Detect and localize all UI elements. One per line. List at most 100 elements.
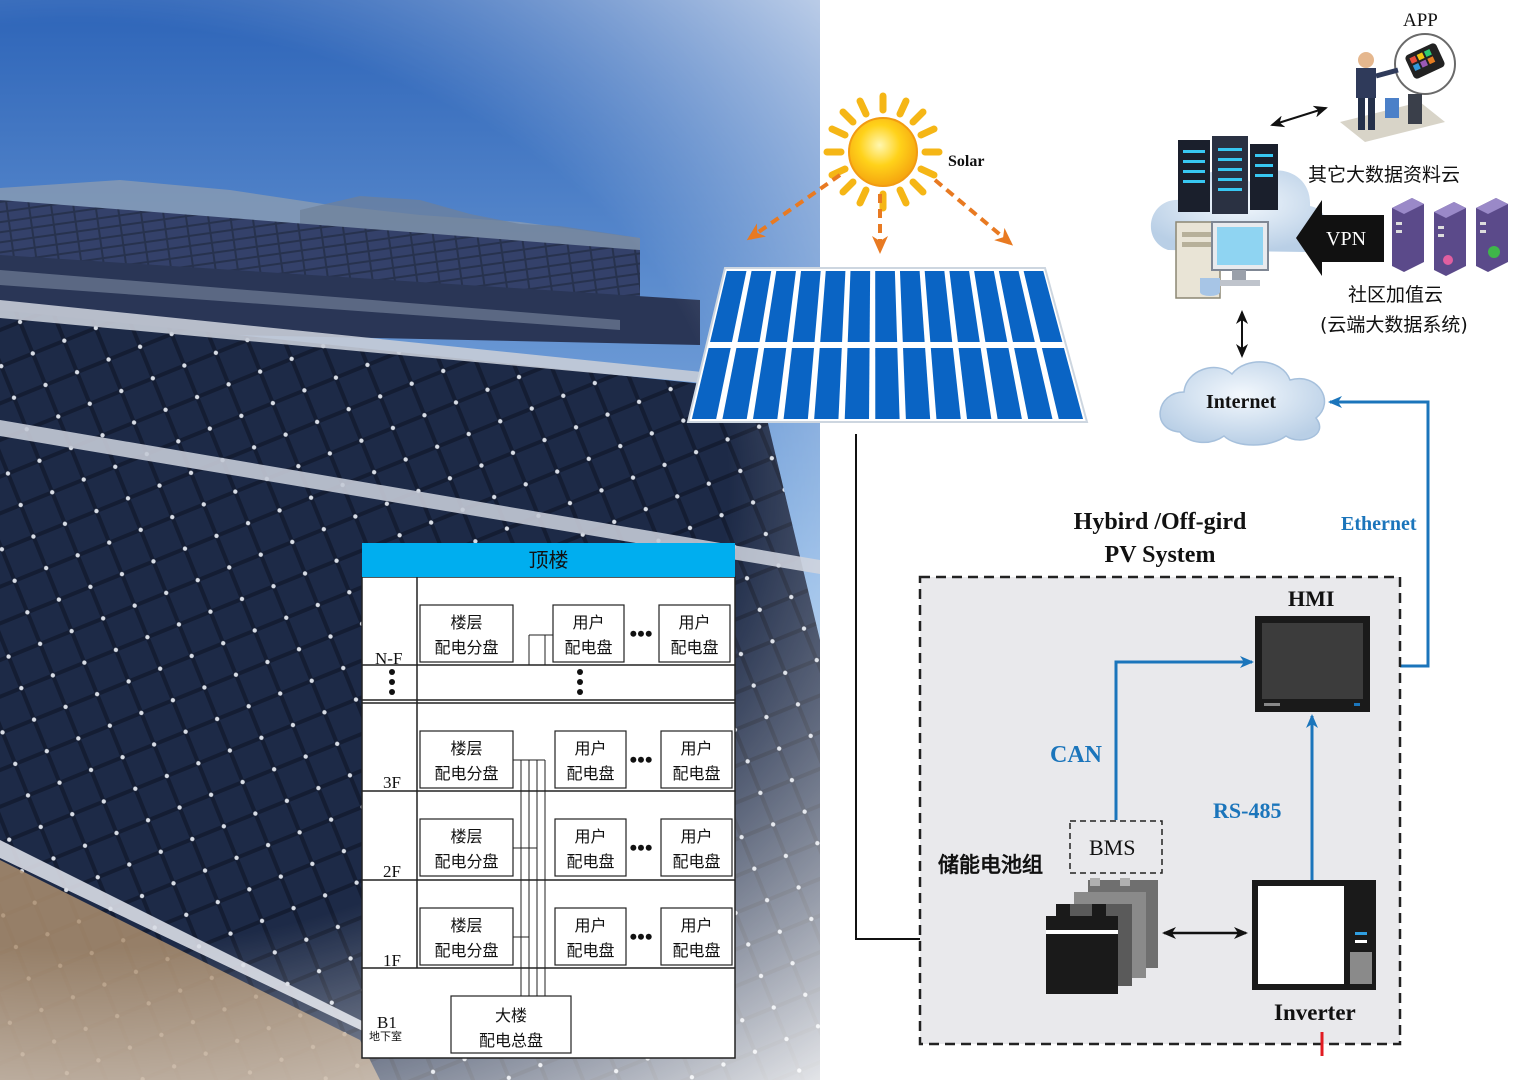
floor-subpanel-box — [419, 730, 514, 789]
pv-cell — [710, 271, 747, 342]
pv-panel — [686, 267, 1089, 423]
pv-cell — [844, 348, 870, 419]
basement-label: B1 — [377, 1013, 397, 1032]
floor-subpanel-box — [419, 604, 514, 663]
app-label: APP — [1403, 10, 1438, 31]
panel-line2: 配电盘 — [564, 638, 612, 657]
vpn-label: VPN — [1326, 228, 1366, 250]
panel-line1: 用户 — [572, 613, 604, 632]
cloud-server-icon — [1150, 136, 1328, 299]
ellipsis: ••• — [629, 621, 652, 646]
pv-cell — [875, 348, 900, 419]
pv-cell — [958, 348, 992, 419]
pv-cell — [949, 271, 980, 342]
pv-cell — [903, 348, 931, 419]
user-panel-box — [552, 604, 625, 663]
panel-line1: 楼层 — [450, 739, 482, 758]
panel-line1: 用户 — [680, 916, 712, 935]
battery-pack-icon — [1046, 878, 1158, 994]
solar-label: Solar — [948, 153, 984, 170]
ethernet-label: Ethernet — [1341, 513, 1417, 535]
panel-line2: 配电分盘 — [434, 852, 498, 871]
community-cloud-label-1: 社区加值云 — [1348, 284, 1443, 306]
sun-rays — [746, 173, 1014, 254]
hmi-label: HMI — [1288, 586, 1334, 611]
pv-cell — [924, 271, 953, 342]
basement-sublabel: 地下室 — [369, 1029, 402, 1043]
user-panel-box — [554, 818, 627, 877]
hmi-monitor-icon — [1255, 616, 1370, 712]
system-title-line2: PV System — [1104, 542, 1216, 568]
panel-line1: 用户 — [574, 827, 606, 846]
inverter-label: Inverter — [1274, 1000, 1356, 1025]
vpn-arrow: VPN — [1296, 200, 1384, 276]
can-label: CAN — [1050, 742, 1103, 768]
ellipsis: ••• — [629, 924, 652, 949]
pv-cell — [1041, 348, 1084, 419]
pv-cell — [875, 271, 898, 342]
panel-line1: 用户 — [680, 827, 712, 846]
main-panel-line2: 配电总盘 — [479, 1031, 543, 1050]
pv-cell — [765, 271, 796, 342]
panel-line2: 配电分盘 — [434, 638, 498, 657]
panel-line2: 配电盘 — [672, 852, 720, 871]
ellipsis: ••• — [629, 747, 652, 772]
panel-line2: 配电盘 — [566, 764, 614, 783]
panel-line2: 配电分盘 — [434, 941, 498, 960]
pv-cell — [783, 348, 815, 419]
pv-cell — [737, 271, 772, 342]
floor-label: N-F — [375, 649, 402, 668]
building-title-bar: 顶楼 — [362, 543, 735, 577]
pv-cell — [899, 271, 925, 342]
community-server-icon — [1392, 198, 1508, 276]
sun-icon — [823, 92, 943, 212]
panel-line2: 配电盘 — [566, 941, 614, 960]
pv-cell — [1023, 271, 1063, 342]
pv-cell — [820, 271, 846, 342]
panel-line1: 楼层 — [450, 916, 482, 935]
user-panel-box — [660, 907, 733, 966]
panel-line1: 楼层 — [450, 827, 482, 846]
system-title-line1: Hybird /Off-gird — [1073, 509, 1247, 535]
inverter-icon — [1252, 880, 1376, 990]
floor-subpanel-box — [419, 907, 514, 966]
ellipsis: ••• — [629, 835, 652, 860]
pv-cell — [930, 348, 961, 419]
main-panel-line1: 大楼 — [495, 1006, 527, 1025]
pv-cell — [998, 271, 1035, 342]
solar-farm-photo — [0, 0, 820, 1080]
panel-line1: 楼层 — [450, 613, 482, 632]
panel-line2: 配电盘 — [670, 638, 718, 657]
bms-label: BMS — [1089, 835, 1135, 860]
panel-line1: 用户 — [678, 613, 710, 632]
panel-line1: 用户 — [680, 739, 712, 758]
user-panel-box — [660, 730, 733, 789]
rs485-label: RS-485 — [1213, 798, 1281, 823]
building-distribution-table: N-F楼层配电分盘用户配电盘用户配电盘•••3F楼层配电分盘用户配电盘用户配电盘… — [361, 576, 736, 1059]
floor-subpanel-box — [419, 818, 514, 877]
floor-label: 1F — [383, 951, 401, 970]
other-cloud-label: 其它大数据资料云 — [1308, 164, 1460, 186]
panel-line2: 配电盘 — [566, 852, 614, 871]
bms-box — [1069, 820, 1163, 874]
battery-label: 储能电池组 — [938, 853, 1043, 877]
pv-cell — [722, 348, 759, 419]
internet-label: Internet — [1206, 391, 1276, 413]
internet-cloud-icon — [1159, 361, 1326, 446]
user-panel-box — [554, 730, 627, 789]
app-user-icon — [1340, 33, 1456, 142]
system-title: Hybird /Off-gird PV System — [1040, 506, 1280, 572]
user-panel-box — [660, 818, 733, 877]
panel-line1: 用户 — [574, 739, 606, 758]
pv-cell — [792, 271, 821, 342]
pv-cell — [974, 271, 1008, 342]
panel-line2: 配电盘 — [672, 941, 720, 960]
cloud-app-link — [1270, 105, 1328, 128]
pv-cell — [847, 271, 871, 342]
panel-line2: 配电盘 — [672, 764, 720, 783]
panel-line2: 配电分盘 — [434, 764, 498, 783]
can-line — [1114, 656, 1254, 820]
floor-label: 2F — [383, 862, 401, 881]
user-panel-box — [554, 907, 627, 966]
